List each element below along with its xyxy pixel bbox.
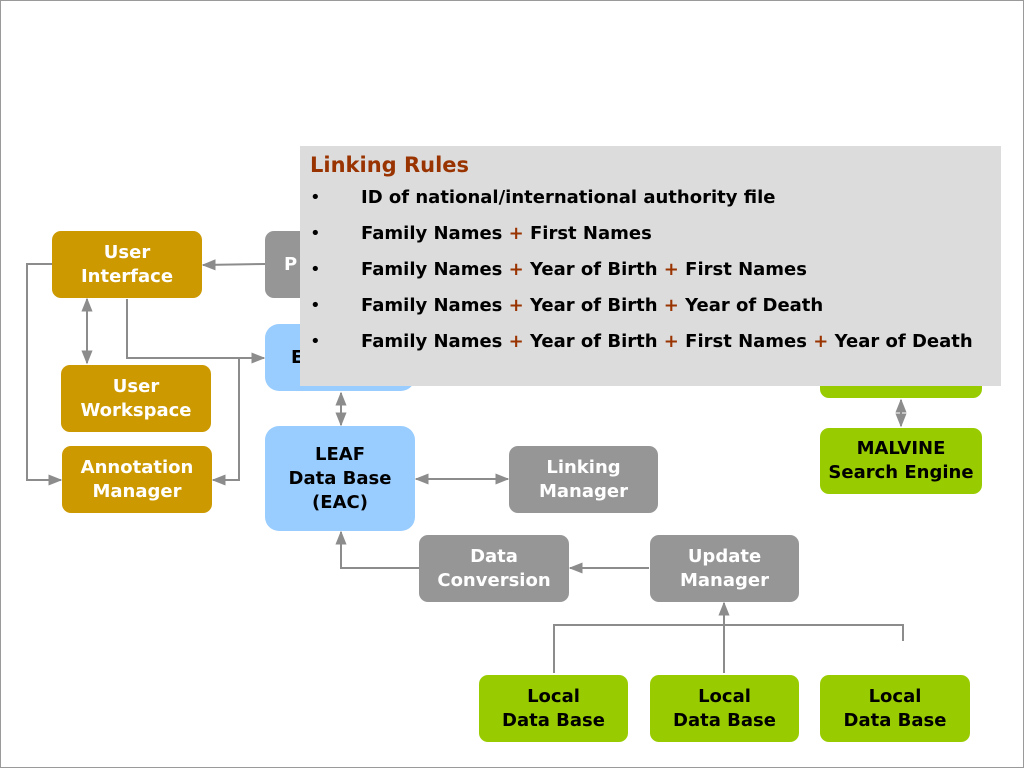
bullet-icon: • bbox=[310, 259, 321, 280]
local-db-2-line-1: Local bbox=[698, 685, 751, 707]
connector-ui-to-blue bbox=[126, 299, 266, 364]
rule-plus-sign: + bbox=[663, 331, 679, 352]
linking-rules-title: Linking Rules bbox=[310, 153, 470, 177]
local-db-3-line-1: Local bbox=[868, 685, 922, 707]
data-conversion-line-1: Data bbox=[470, 545, 518, 567]
rule-plus-sign: + bbox=[663, 295, 679, 316]
rule-text: First Names bbox=[678, 331, 814, 352]
linking-manager-line-2: Manager bbox=[539, 480, 628, 502]
gray-partial-line-2: P bbox=[284, 253, 298, 275]
rule-plus-sign: + bbox=[508, 259, 524, 280]
linking-rule-item: • ID of national/international authority … bbox=[310, 186, 991, 210]
user-interface-line-2: Interface bbox=[80, 265, 174, 287]
user-interface-node: User Interface bbox=[52, 231, 202, 298]
linking-manager-line-1: Linking bbox=[546, 456, 621, 478]
malvine-line-2: Search Engine bbox=[828, 462, 974, 483]
local-database-node-2: Local Data Base bbox=[650, 675, 799, 742]
local-database-node-3: Local Data Base bbox=[820, 675, 970, 742]
user-interface-line-1: User bbox=[103, 241, 151, 263]
rule-text: First Names bbox=[678, 259, 807, 280]
rule-text: First Names bbox=[523, 223, 652, 244]
leaf-database-line-1: LEAF bbox=[315, 443, 365, 465]
local-db-1-line-2: Data Base bbox=[502, 709, 605, 731]
user-workspace-line-2: Workspace bbox=[80, 399, 192, 421]
rule-text: Year of Birth bbox=[523, 259, 664, 280]
linking-rule-item: • Family Names + Year of Birth + First Na… bbox=[310, 330, 991, 354]
rule-plus-sign: + bbox=[813, 331, 829, 352]
malvine-line-1: MALVINE bbox=[856, 438, 946, 459]
linking-rules-panel: Linking Rules • ID of national/internatio… bbox=[300, 146, 1001, 386]
local-db-1-line-1: Local bbox=[527, 685, 580, 707]
connector-local-bus bbox=[553, 624, 904, 673]
leaf-database-node: LEAF Data Base (EAC) bbox=[265, 426, 415, 531]
local-db-3-line-2: Data Base bbox=[843, 709, 947, 731]
update-manager-line-2: Manager bbox=[680, 569, 769, 591]
rule-text: Year of Birth bbox=[523, 295, 664, 316]
annotation-manager-line-1: Annotation bbox=[80, 456, 194, 478]
rule-text: Year of Death bbox=[678, 295, 824, 316]
bullet-icon: • bbox=[310, 187, 321, 208]
linking-manager-node: Linking Manager bbox=[509, 446, 658, 513]
rule-plus-sign: + bbox=[508, 331, 524, 352]
local-database-node-1: Local Data Base bbox=[479, 675, 628, 742]
rule-text: Year of Birth bbox=[523, 331, 664, 352]
rule-text: Family Names bbox=[361, 295, 509, 316]
linking-rule-item: • Family Names + Year of Birth + First Na… bbox=[310, 258, 991, 282]
annotation-manager-node: Annotation Manager bbox=[62, 446, 212, 513]
bullet-icon: • bbox=[310, 223, 321, 244]
user-workspace-node: User Workspace bbox=[61, 365, 211, 432]
bullet-icon: • bbox=[310, 331, 321, 352]
malvine-search-engine-node: MALVINE Search Engine bbox=[820, 428, 982, 494]
update-manager-line-1: Update bbox=[687, 545, 762, 567]
connector-gray-to-user-interface bbox=[201, 259, 266, 271]
connector-ui-to-annotation bbox=[26, 263, 63, 486]
linking-rule-item: • Family Names + First Names bbox=[310, 222, 991, 246]
bullet-icon: • bbox=[310, 295, 321, 316]
rule-text: Year of Death bbox=[828, 331, 973, 352]
local-db-2-line-2: Data Base bbox=[673, 709, 776, 731]
update-manager-node: Update Manager bbox=[650, 535, 799, 602]
rule-text: Family Names bbox=[361, 223, 509, 244]
connector-branch-to-annotation bbox=[211, 358, 240, 486]
leaf-database-line-2: Data Base bbox=[288, 467, 392, 489]
data-conversion-node: Data Conversion bbox=[419, 535, 569, 602]
rule-text: Family Names bbox=[361, 259, 509, 280]
connector-conversion-to-leaf bbox=[335, 530, 419, 569]
annotation-manager-line-2: Manager bbox=[92, 480, 182, 502]
linking-rules-list: • ID of national/international authority … bbox=[310, 186, 991, 354]
data-conversion-line-2: Conversion bbox=[437, 569, 551, 591]
rule-text: ID of national/international authority f… bbox=[361, 187, 776, 208]
linking-rule-item: • Family Names + Year of Birth + Year of … bbox=[310, 294, 991, 318]
user-workspace-line-1: User bbox=[112, 375, 160, 397]
rule-plus-sign: + bbox=[508, 223, 524, 244]
rule-plus-sign: + bbox=[663, 259, 679, 280]
rule-plus-sign: + bbox=[508, 295, 524, 316]
leaf-database-line-3: (EAC) bbox=[312, 491, 368, 513]
rule-text: Family Names bbox=[361, 331, 509, 352]
